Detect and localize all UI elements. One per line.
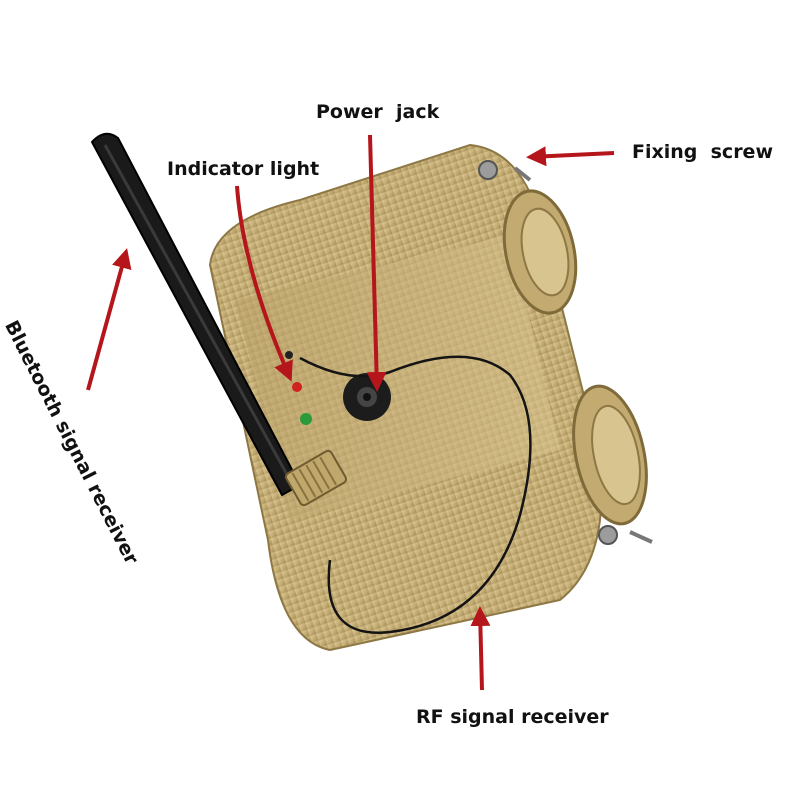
fixing-screw-bottom xyxy=(598,525,653,545)
port-lower xyxy=(572,384,648,526)
indicator-led-red xyxy=(292,382,302,392)
indicator-led-green xyxy=(300,413,312,425)
label-power-jack: Power jack xyxy=(316,101,440,123)
label-indicator-light: Indicator light xyxy=(167,158,320,180)
fixing-screw-top xyxy=(478,160,532,182)
power-jack xyxy=(343,373,391,421)
port-upper xyxy=(502,189,578,315)
rf-antenna-wire xyxy=(299,355,532,634)
label-fixing-screw: Fixing screw xyxy=(632,141,773,163)
label-rf-receiver: RF signal receiver xyxy=(416,706,609,728)
arrow-indicator-light xyxy=(235,185,293,382)
arrow-power-jack xyxy=(366,134,387,392)
arrow-fixing-screw xyxy=(526,146,615,167)
arrow-rf-receiver xyxy=(470,606,491,691)
status-hole xyxy=(285,351,293,359)
bluetooth-antenna xyxy=(91,132,348,507)
arrow-bluetooth-receiver xyxy=(86,248,132,391)
device-housing xyxy=(208,143,603,652)
